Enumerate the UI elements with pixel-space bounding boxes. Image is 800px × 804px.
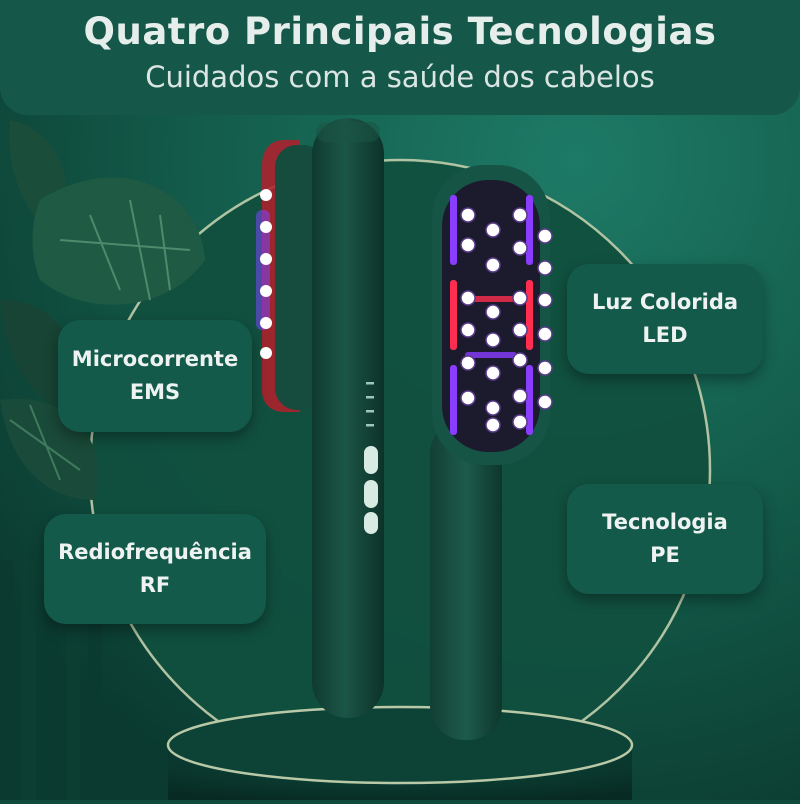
control-buttons-icon bbox=[364, 382, 378, 534]
hair-brush-device-side-icon bbox=[256, 118, 384, 718]
feature-led-line2: LED bbox=[642, 323, 688, 347]
feature-pe-line2: PE bbox=[650, 543, 680, 567]
side-pins-icon bbox=[256, 189, 272, 359]
feature-card-led: Luz Colorida LED bbox=[567, 264, 763, 374]
feature-card-ems: Microcorrente EMS bbox=[58, 320, 252, 432]
led-pins-icon bbox=[460, 207, 553, 433]
header-banner: Quatro Principais Tecnologias Cuidados c… bbox=[0, 0, 800, 115]
feature-card-pe: Tecnologia PE bbox=[567, 484, 763, 594]
led-strips-icon bbox=[450, 195, 533, 435]
stage-pedestal bbox=[166, 705, 634, 804]
feature-pe-line1: Tecnologia bbox=[602, 510, 728, 534]
hair-brush-device-front-icon bbox=[430, 165, 553, 740]
feature-ems-line1: Microcorrente bbox=[71, 347, 239, 371]
feature-card-rf: Rediofrequência RF bbox=[44, 514, 266, 624]
feature-rf-line1: Rediofrequência bbox=[58, 540, 252, 564]
feature-rf-line2: RF bbox=[139, 573, 171, 597]
feature-led-line1: Luz Colorida bbox=[591, 290, 739, 314]
plant-leaves-icon bbox=[0, 120, 205, 500]
page-title: Quatro Principais Tecnologias bbox=[83, 10, 717, 53]
feature-ems-line2: EMS bbox=[129, 380, 181, 404]
page-subtitle: Cuidados com a saúde dos cabelos bbox=[145, 60, 655, 94]
